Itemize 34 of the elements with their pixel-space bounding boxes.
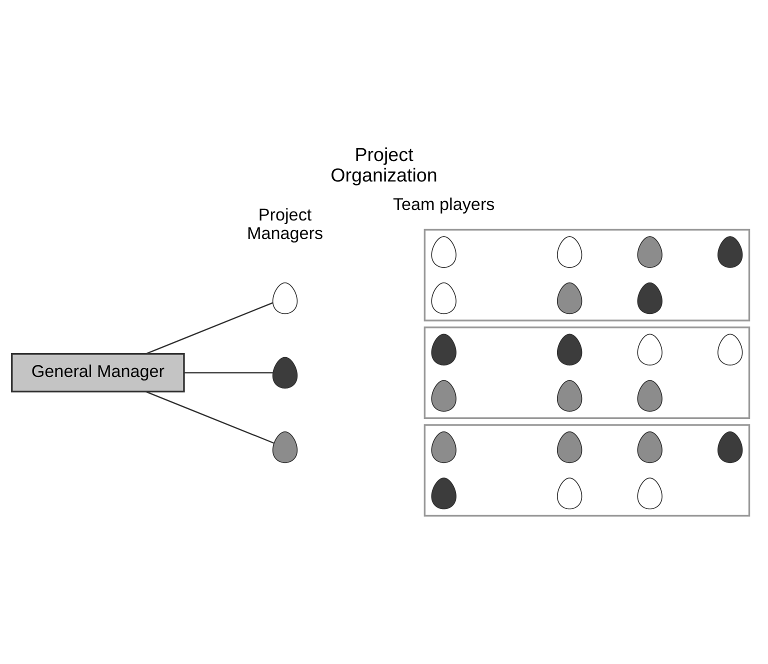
connector — [146, 302, 273, 354]
node-person — [637, 380, 662, 412]
cluster — [424, 424, 750, 516]
label: Team players — [392, 194, 495, 214]
node-person — [556, 477, 582, 509]
node-person — [717, 333, 743, 365]
node-person — [556, 333, 582, 365]
node-person — [431, 282, 456, 314]
node-box: General Manager — [11, 352, 185, 392]
node-person — [431, 333, 456, 365]
node-person — [717, 430, 743, 463]
node-person — [272, 282, 298, 314]
node-person — [717, 236, 743, 268]
node-person — [637, 236, 662, 268]
node-person — [556, 430, 582, 463]
diagram-title: Project Organization — [330, 143, 438, 185]
node-person — [431, 236, 456, 268]
node-person — [431, 380, 456, 412]
connector — [146, 390, 274, 444]
label: Project Managers — [246, 204, 324, 243]
connector — [184, 372, 273, 373]
node-person — [556, 236, 582, 268]
node-person — [272, 430, 298, 463]
cluster — [424, 228, 750, 321]
node-person — [637, 430, 662, 463]
node-person — [556, 380, 582, 412]
node-person — [637, 333, 662, 365]
node-person — [637, 282, 662, 314]
node-person — [637, 477, 662, 509]
node-person — [556, 282, 582, 314]
cluster — [424, 326, 750, 418]
node-person — [431, 430, 456, 463]
node-person — [431, 477, 456, 509]
node-person — [272, 356, 298, 388]
